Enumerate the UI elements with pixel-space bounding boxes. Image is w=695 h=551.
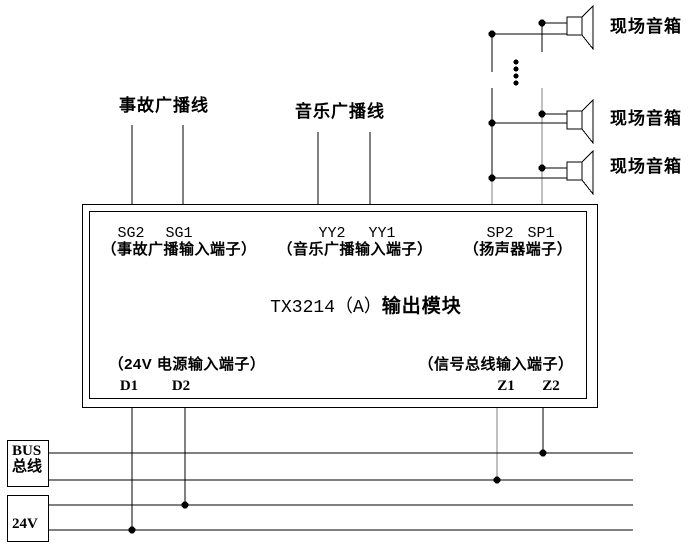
bus-box-label-zh: 总线	[12, 458, 43, 475]
module-title: TX3214（A）输出模块	[270, 291, 462, 318]
speaker-icon	[566, 4, 594, 51]
junction-dot	[493, 476, 501, 484]
site-speaker-label: 现场音箱	[610, 109, 682, 128]
terminal-z1: Z1	[497, 378, 515, 394]
junction-dot	[488, 30, 496, 38]
junction-dot	[181, 501, 189, 509]
group-signal-bus-input: （信号总线输入端子）	[418, 356, 574, 373]
site-speaker-label: 现场音箱	[610, 157, 682, 176]
module-box	[82, 204, 598, 408]
terminal-sp2: SP2	[486, 225, 514, 242]
terminal-yy2: YY2	[318, 225, 346, 242]
junction-dot	[488, 119, 496, 127]
terminal-sg2: SG2	[117, 225, 145, 242]
terminal-sp1: SP1	[527, 225, 555, 242]
speaker-icon	[566, 149, 594, 196]
junction-dot	[538, 110, 546, 118]
terminal-sg1: SG1	[165, 225, 193, 242]
junction-dot	[539, 449, 547, 457]
junction-dot	[488, 174, 496, 182]
group-music-input: （音乐广播输入端子）	[277, 241, 433, 258]
accident-broadcast-line-label: 事故广播线	[119, 96, 209, 115]
group-24v-input: （24V 电源输入端子）	[108, 356, 266, 373]
music-broadcast-line-label: 音乐广播线	[295, 102, 385, 121]
terminal-d1: D1	[119, 378, 139, 394]
junction-dot	[128, 526, 136, 534]
bus-box-label-en: BUS	[12, 443, 42, 459]
junction-dot	[538, 19, 546, 27]
module-name: 输出模块	[381, 296, 462, 317]
speaker-icon	[566, 98, 594, 145]
power-box-label: 24V	[12, 516, 38, 532]
terminal-d2: D2	[171, 378, 191, 394]
site-speaker-label: 现场音箱	[610, 17, 682, 36]
terminal-yy1: YY1	[368, 225, 396, 242]
ellipsis-dots-icon	[513, 59, 519, 86]
bus-source-box: BUS 总线	[7, 440, 49, 487]
module-box-inner	[89, 211, 587, 399]
terminal-z2: Z2	[542, 378, 560, 394]
module-model: TX3214（A）	[270, 298, 382, 318]
junction-dots	[128, 19, 547, 534]
group-speaker-terminal: （扬声器端子）	[463, 241, 573, 258]
power-source-box: 24V	[7, 495, 49, 542]
junction-dot	[538, 164, 546, 172]
group-accident-input: （事故广播输入端子）	[101, 241, 257, 258]
